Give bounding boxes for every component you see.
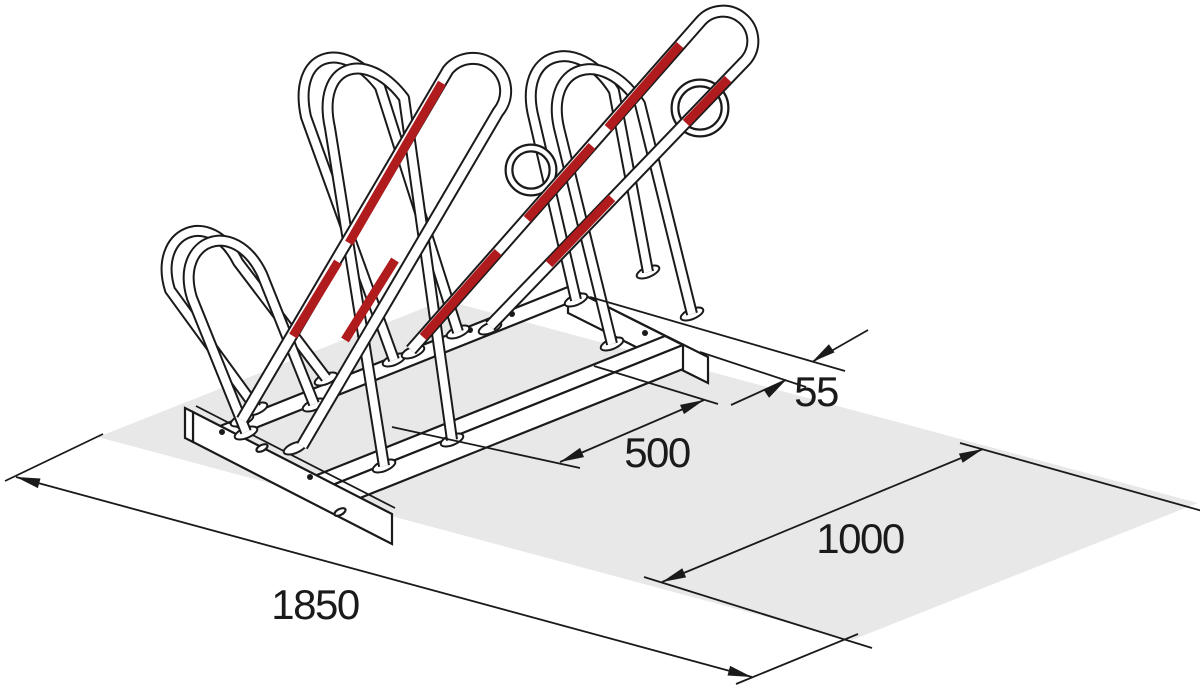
dimension-line (559, 399, 705, 463)
dimension-label-55: 55 (794, 368, 838, 415)
frame-hoop-left (236, 51, 513, 450)
bolt-hole (307, 474, 313, 480)
wheel-hoop-middle (297, 51, 464, 467)
arrowhead-lower-icon (763, 380, 786, 398)
slot-hole (333, 507, 347, 517)
bolt-hole (642, 330, 648, 336)
extension-line (593, 365, 719, 405)
frame-hoop-right (406, 4, 760, 355)
red-bumper-sleeves (419, 42, 732, 340)
lock-ring-icon (672, 80, 728, 136)
dimension-line (661, 448, 984, 583)
extension-line (589, 296, 846, 372)
dimension-1850: 1850 (4, 433, 859, 685)
dimension-label-1000: 1000 (816, 515, 904, 562)
bolt-hole (219, 429, 225, 435)
end-plate-flange-edge (195, 405, 396, 509)
arrowhead-left-icon (560, 447, 584, 462)
arrowhead-left-icon (16, 477, 41, 489)
arrowhead-right-icon (727, 665, 752, 677)
arrowhead-right-icon (680, 400, 704, 415)
extension-line (4, 433, 104, 482)
dimension-label-1850: 1850 (271, 581, 359, 628)
arrowhead-right-icon (958, 449, 983, 463)
dimension-1000: 1000 (643, 442, 1200, 649)
dimension-55: 55 (589, 296, 869, 415)
extension-line (959, 442, 1200, 512)
extension-line (391, 426, 581, 469)
lock-ring-icon (506, 145, 556, 195)
extension-line (735, 633, 859, 685)
extension-line (643, 576, 873, 649)
dimension-line (15, 476, 753, 678)
slot-hole (255, 443, 269, 453)
extension-line (699, 351, 807, 388)
dimension-500: 500 (391, 365, 719, 476)
arrowhead-left-icon (662, 568, 687, 582)
wheel-hoop-left (160, 225, 331, 435)
dimension-label-500: 500 (624, 429, 690, 476)
arrowhead-upper-icon (812, 344, 835, 362)
red-bumper-sleeves (289, 80, 446, 343)
end-plate-fold (183, 406, 195, 444)
